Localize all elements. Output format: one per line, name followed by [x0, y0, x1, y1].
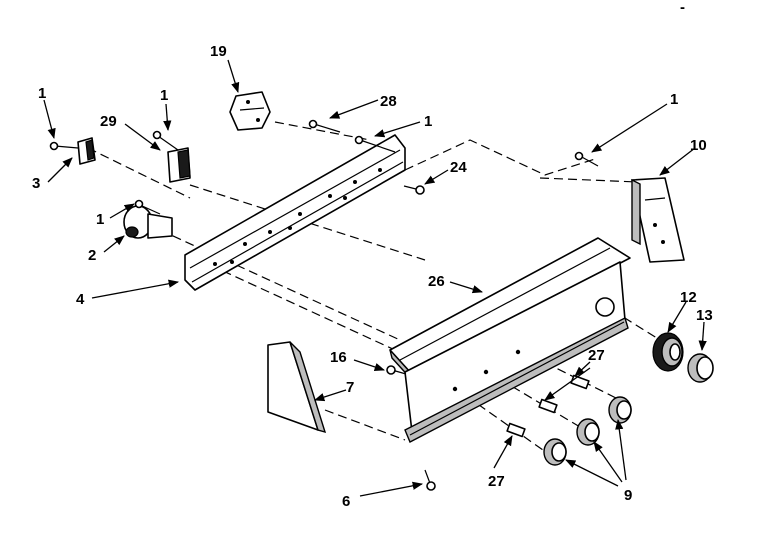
screws [49, 119, 599, 491]
part-2-timer [123, 205, 173, 239]
callout-24: 24 [450, 159, 467, 176]
callout-26: 26 [428, 273, 445, 290]
part-4-mounting-bracket [184, 134, 406, 291]
callout-27b: 27 [488, 473, 505, 490]
part-10-end-bracket [631, 177, 685, 263]
callout-6: 6 [342, 493, 350, 510]
callout-1a: 1 [38, 85, 46, 102]
callout-1c: 1 [424, 113, 432, 130]
part-12-knob-base [652, 332, 684, 372]
callout-labels: 1 1 19 29 28 1 1 10 3 24 1 2 4 26 12 13 … [32, 43, 713, 510]
callout-29: 29 [100, 113, 117, 130]
part-3-bracket [77, 137, 96, 165]
callout-1b: 1 [160, 87, 168, 104]
callout-28: 28 [380, 93, 397, 110]
callout-7: 7 [346, 379, 354, 396]
callout-2: 2 [88, 247, 96, 264]
callout-3: 3 [32, 175, 40, 192]
callout-9: 9 [624, 487, 632, 504]
part-19-clip-bracket [229, 91, 271, 131]
callout-12: 12 [680, 289, 697, 306]
callout-13: 13 [696, 307, 713, 324]
callout-4: 4 [76, 291, 85, 308]
part-7-end-cap [267, 341, 327, 434]
part-29-switch [167, 147, 191, 183]
callout-16: 16 [330, 349, 347, 366]
corner-mark: - [680, 0, 685, 16]
console-panel [404, 261, 629, 443]
callout-1e: 1 [96, 211, 104, 228]
part-9-knobs [543, 396, 632, 466]
leader-lines [43, 59, 707, 497]
callout-27a: 27 [588, 347, 605, 364]
callout-1d: 1 [670, 91, 678, 108]
callout-19: 19 [210, 43, 227, 60]
part-13-knob-cap [687, 353, 714, 383]
callout-10: 10 [690, 137, 707, 154]
